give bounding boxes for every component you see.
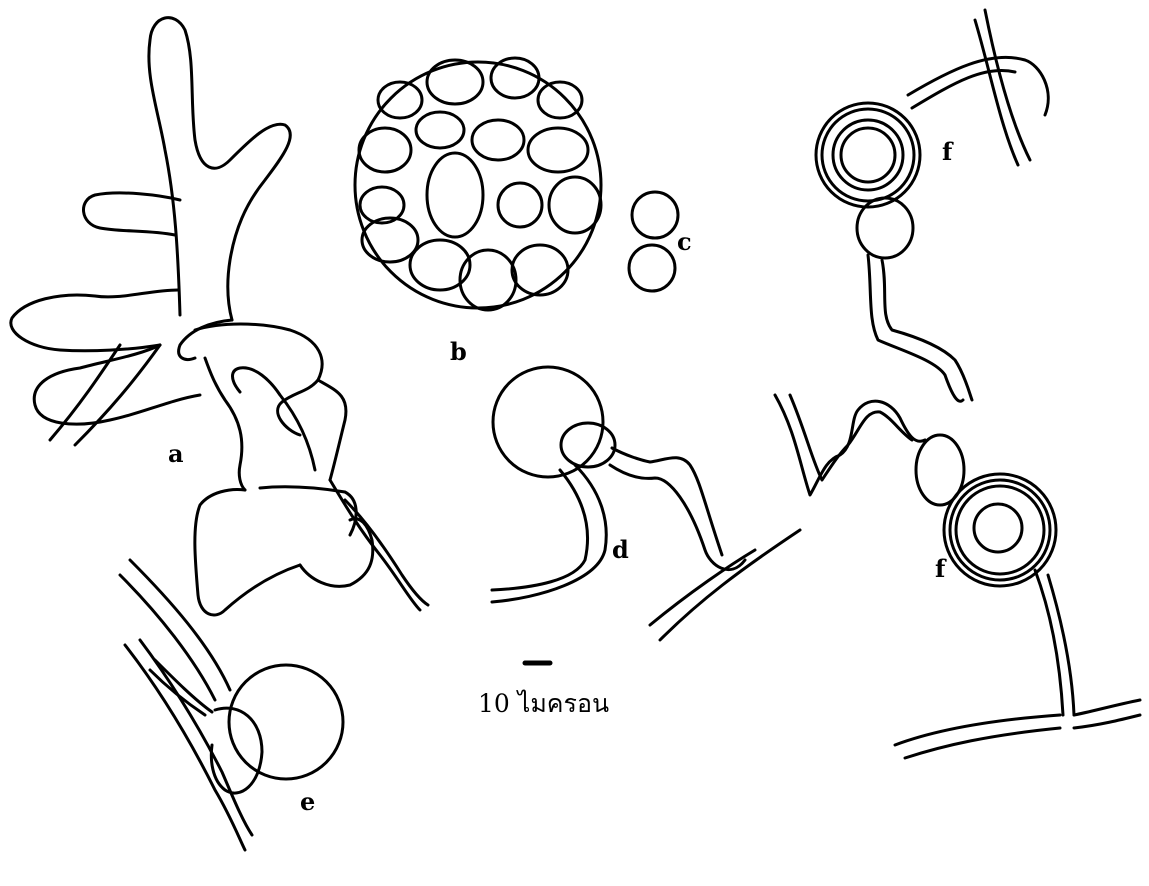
label-d: d [612, 535, 629, 564]
scale-bar-label: 10 ไมครอน [478, 689, 609, 718]
structure-d-spore [492, 367, 800, 640]
structure-a-branched-hyphae [11, 18, 428, 615]
structure-b-sporocarp [355, 58, 601, 310]
label-e: e [300, 787, 315, 816]
structure-f-top [816, 10, 1048, 401]
label-c: c [677, 227, 692, 256]
label-f-top: f [942, 137, 954, 166]
label-f-bottom: f [935, 554, 947, 583]
label-b: b [450, 337, 467, 366]
structure-f-bottom [775, 395, 1140, 758]
label-a: a [168, 439, 184, 468]
structure-c-spores [629, 192, 678, 291]
